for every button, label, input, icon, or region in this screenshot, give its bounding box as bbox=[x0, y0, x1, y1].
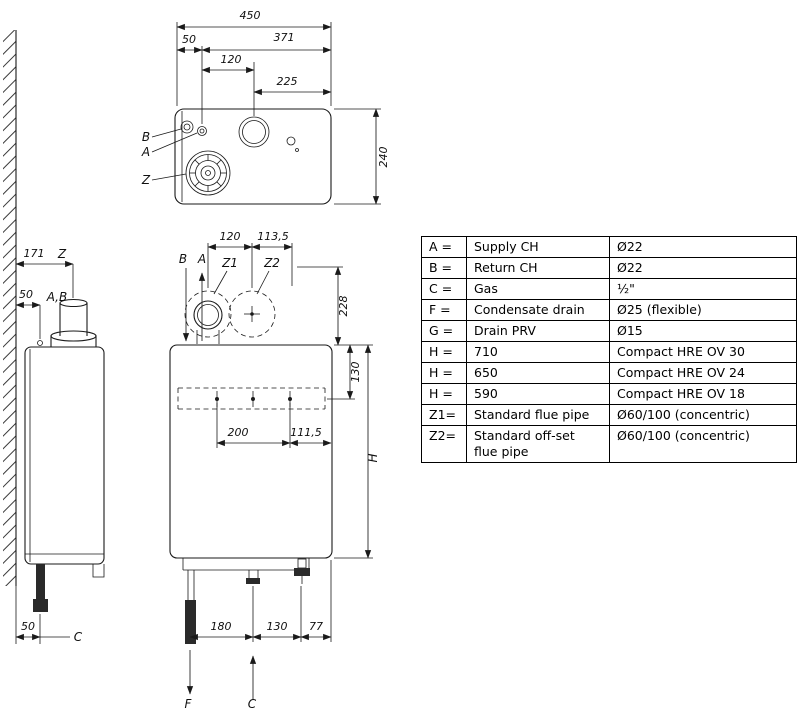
prv-drain-valve bbox=[294, 568, 310, 576]
gas-connection-stub bbox=[246, 578, 260, 584]
label-b: B bbox=[142, 130, 150, 144]
table-cell-desc: Drain PRV bbox=[466, 320, 610, 342]
dim-371-label: 371 bbox=[274, 31, 295, 44]
label-z: Z bbox=[141, 173, 151, 187]
table-cell-key: H = bbox=[421, 383, 467, 405]
return-ch-connection bbox=[180, 120, 194, 134]
table-cell-value: ½" bbox=[609, 278, 797, 300]
table-row: A = Supply CH Ø22 bbox=[421, 236, 797, 258]
flue-connection-z bbox=[185, 150, 231, 196]
table-cell-value: Ø22 bbox=[609, 257, 797, 279]
dim-111-5-label: 111,5 bbox=[290, 426, 322, 439]
label-b-front: B bbox=[179, 252, 187, 266]
table-cell-value: Ø22 bbox=[609, 236, 797, 258]
dim-225-label: 225 bbox=[277, 75, 298, 88]
table-cell-value: Ø60/100 (concentric) bbox=[609, 404, 797, 426]
table-cell-desc: Return CH bbox=[466, 257, 610, 279]
dim-130-side-label: 130 bbox=[349, 362, 362, 383]
dim-113-5-label: 113,5 bbox=[257, 230, 289, 243]
top-view: 450 50 371 120 225 240 B A Z bbox=[141, 9, 390, 205]
label-c-side: C bbox=[74, 630, 83, 644]
table-cell-key: Z2= bbox=[421, 425, 467, 463]
table-cell-key: G = bbox=[421, 320, 467, 342]
dim-50-gas-label: 50 bbox=[21, 620, 35, 633]
table-row: Z2= Standard off-set flue pipe Ø60/100 (… bbox=[421, 425, 797, 463]
mounting-strip bbox=[177, 387, 326, 410]
label-a: A bbox=[141, 145, 150, 159]
table-row: F = Condensate drain Ø25 (flexible) bbox=[421, 299, 797, 321]
table-cell-key: H = bbox=[421, 341, 467, 363]
table-cell-value: Compact HRE OV 24 bbox=[609, 362, 797, 384]
dim-130-bottom-label: 130 bbox=[267, 620, 288, 633]
table-cell-desc: 650 bbox=[466, 362, 610, 384]
table-row: Z1= Standard flue pipe Ø60/100 (concentr… bbox=[421, 404, 797, 426]
table-row: H = 710 Compact HRE OV 30 bbox=[421, 341, 797, 363]
table-cell-key: C = bbox=[421, 278, 467, 300]
table-cell-desc: Supply CH bbox=[466, 236, 610, 258]
table-cell-desc: Standard flue pipe bbox=[466, 404, 610, 426]
table-cell-key: F = bbox=[421, 299, 467, 321]
dim-50-label: 50 bbox=[182, 33, 196, 46]
supply-ch-connection bbox=[197, 126, 207, 136]
table-cell-desc: 710 bbox=[466, 341, 610, 363]
dim-180-label: 180 bbox=[211, 620, 232, 633]
table-cell-value: Ø60/100 (concentric) bbox=[609, 425, 797, 463]
front-view: B A Z1 Z2 120 113,5 228 130 H bbox=[169, 230, 380, 711]
gas-pipe bbox=[36, 564, 45, 602]
table-cell-value: Compact HRE OV 30 bbox=[609, 341, 797, 363]
label-ab: A,B bbox=[46, 290, 67, 304]
table-row: H = 650 Compact HRE OV 24 bbox=[421, 362, 797, 384]
label-a-front: A bbox=[197, 252, 206, 266]
side-view: 171 Z 50 A,B 50 C bbox=[15, 247, 105, 644]
label-z-side: Z bbox=[57, 247, 67, 261]
dim-h-label: H bbox=[366, 453, 380, 462]
table-row: H = 590 Compact HRE OV 18 bbox=[421, 383, 797, 405]
dim-50-wall-label: 50 bbox=[19, 288, 33, 301]
label-f: F bbox=[185, 697, 193, 711]
dim-120-label: 120 bbox=[221, 53, 242, 66]
condensate-pipe bbox=[185, 600, 196, 644]
label-z2: Z2 bbox=[263, 256, 280, 270]
table-cell-key: B = bbox=[421, 257, 467, 279]
table-cell-desc: Condensate drain bbox=[466, 299, 610, 321]
label-c-front: C bbox=[248, 697, 257, 711]
flue-collar bbox=[50, 298, 97, 347]
label-z1: Z1 bbox=[221, 256, 238, 270]
table-row: G = Drain PRV Ø15 bbox=[421, 320, 797, 342]
table-row: B = Return CH Ø22 bbox=[421, 257, 797, 279]
top-opening bbox=[238, 116, 270, 148]
dim-228-label: 228 bbox=[337, 296, 350, 317]
table-cell-desc: 590 bbox=[466, 383, 610, 405]
table-cell-key: H = bbox=[421, 362, 467, 384]
table-cell-key: Z1= bbox=[421, 404, 467, 426]
table-cell-desc: Standard off-set flue pipe bbox=[466, 425, 610, 463]
flue-opening bbox=[193, 300, 223, 330]
dim-171-label: 171 bbox=[24, 247, 45, 260]
table-cell-value: Compact HRE OV 18 bbox=[609, 383, 797, 405]
table-row: C = Gas ½" bbox=[421, 278, 797, 300]
table-cell-key: A = bbox=[421, 236, 467, 258]
dim-450-label: 450 bbox=[240, 9, 261, 22]
flue-position-z2 bbox=[228, 290, 276, 338]
table-cell-value: Ø15 bbox=[609, 320, 797, 342]
dim-120-front-label: 120 bbox=[220, 230, 241, 243]
flue-position-z1 bbox=[184, 290, 232, 338]
dim-200-label: 200 bbox=[228, 426, 249, 439]
dim-240-label: 240 bbox=[377, 147, 390, 168]
wall-hatching bbox=[3, 30, 17, 586]
connection-table: A = Supply CH Ø22 B = Return CH Ø22 C = … bbox=[421, 236, 797, 463]
table-cell-value: Ø25 (flexible) bbox=[609, 299, 797, 321]
table-cell-desc: Gas bbox=[466, 278, 610, 300]
dim-77-label: 77 bbox=[309, 620, 323, 633]
